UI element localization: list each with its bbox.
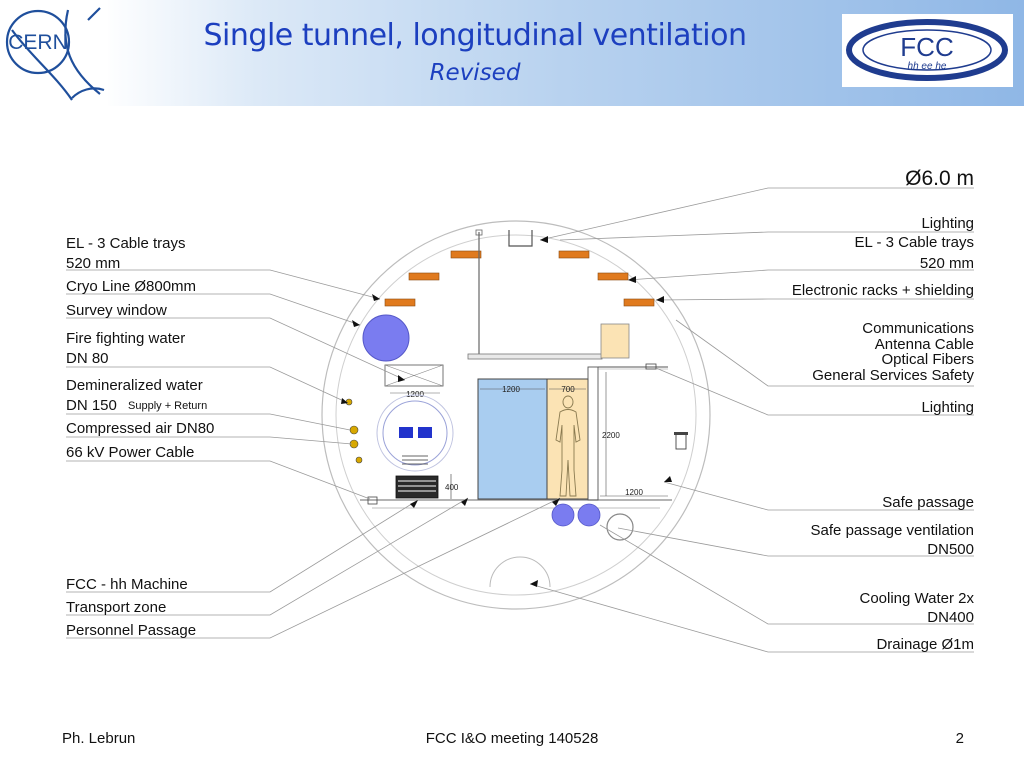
left-wall-pipes <box>345 398 378 505</box>
safe-height-dimension: 2200 <box>602 431 620 440</box>
label-lighting-mid: Lighting <box>921 399 974 416</box>
label-fire-fighting-water: Fire fighting water <box>66 330 185 347</box>
cern-logo-text: CERN <box>8 31 68 54</box>
passage-width-dimension: 700 <box>561 385 575 394</box>
fcc-logo: FCC hh ee he <box>842 14 1013 87</box>
label-demineralized-water-note: Supply + Return <box>128 400 207 412</box>
label-drainage: Drainage Ø1m <box>876 636 974 653</box>
personnel-passage <box>546 378 589 500</box>
lighting-fixture-mid <box>645 363 657 370</box>
tunnel-outer-wall <box>321 220 711 610</box>
cable-tray <box>558 250 590 259</box>
label-el-cable-trays-right-size: 520 mm <box>920 255 974 272</box>
label-personnel-passage: Personnel Passage <box>66 622 196 639</box>
survey-width-dimension: 1200 <box>406 390 424 399</box>
label-power-cable: 66 kV Power Cable <box>66 444 194 461</box>
services-shelf <box>467 353 603 360</box>
leader-lines <box>66 187 974 653</box>
label-safe-passage-ventilation: Safe passage ventilation <box>811 522 974 539</box>
survey-window <box>384 364 444 387</box>
page-title: Single tunnel, longitudinal ventilation <box>203 18 747 53</box>
label-el-cable-trays-left-size: 520 mm <box>66 255 120 272</box>
label-el-cable-trays-left: EL - 3 Cable trays <box>66 235 186 252</box>
drainage-channel <box>489 556 551 588</box>
cable-tray <box>384 298 416 307</box>
footer-page-number: 2 <box>955 730 964 747</box>
transport-width-dimension: 1200 <box>502 385 520 394</box>
label-compressed-air: Compressed air DN80 <box>66 420 214 437</box>
label-safe-passage-ventilation-size: DN500 <box>927 541 974 558</box>
label-fcc-hh-machine: FCC - hh Machine <box>66 576 188 593</box>
lighting-fixture-top <box>508 230 533 247</box>
fcc-logo-text: FCC <box>900 32 953 62</box>
cooling-water-pipe <box>551 503 575 527</box>
cable-trays <box>384 250 655 307</box>
footer-author: Ph. Lebrun <box>62 730 136 747</box>
label-safe-passage: Safe passage <box>882 494 974 511</box>
label-el-cable-trays-right: EL - 3 Cable trays <box>855 234 975 251</box>
machine-height-dimension: 400 <box>445 483 459 492</box>
cern-logo: CERN <box>0 0 108 106</box>
cable-tray <box>597 272 629 281</box>
label-survey-window: Survey window <box>66 302 167 319</box>
label-cryo-line: Cryo Line Ø800mm <box>66 278 196 295</box>
label-tunnel-diameter: Ø6.0 m <box>905 167 974 190</box>
label-general-services-safety: General Services Safety <box>812 367 974 384</box>
cable-tray <box>450 250 482 259</box>
safe-width-dimension: 1200 <box>625 488 643 497</box>
leader-arrowheads <box>341 236 672 587</box>
fcc-hh-machine <box>376 394 454 499</box>
safe-passage-fixture <box>675 432 687 450</box>
cooling-water-pipe <box>577 503 601 527</box>
cable-tray <box>408 272 440 281</box>
label-demineralized-water-size: DN 150 <box>66 397 117 414</box>
page-subtitle: Revised <box>429 60 521 86</box>
hanger-top <box>475 229 483 236</box>
label-fire-fighting-water-size: DN 80 <box>66 350 109 367</box>
label-electronic-racks: Electronic racks + shielding <box>792 282 974 299</box>
fcc-logo-subtext: hh ee he <box>908 61 947 72</box>
safe-passage-ventilation-duct <box>606 513 634 541</box>
cable-tray <box>623 298 655 307</box>
communications-box <box>600 323 630 359</box>
safe-passage-wall <box>587 366 599 501</box>
label-transport-zone: Transport zone <box>66 599 166 616</box>
label-cooling-water-size: DN400 <box>927 609 974 626</box>
label-optical-fibers: Optical Fibers <box>881 351 974 368</box>
transport-zone <box>477 378 548 500</box>
label-communications: Communications <box>862 320 974 337</box>
label-antenna-cable: Antenna Cable <box>875 336 974 353</box>
tunnel-inner-wall <box>335 234 697 596</box>
person-figure <box>555 395 581 497</box>
label-cooling-water: Cooling Water 2x <box>860 590 975 607</box>
footer-meeting: FCC I&O meeting 140528 <box>425 730 599 747</box>
cryo-line <box>362 314 410 362</box>
label-demineralized-water: Demineralized water <box>66 377 203 394</box>
label-lighting-top: Lighting <box>921 215 974 232</box>
